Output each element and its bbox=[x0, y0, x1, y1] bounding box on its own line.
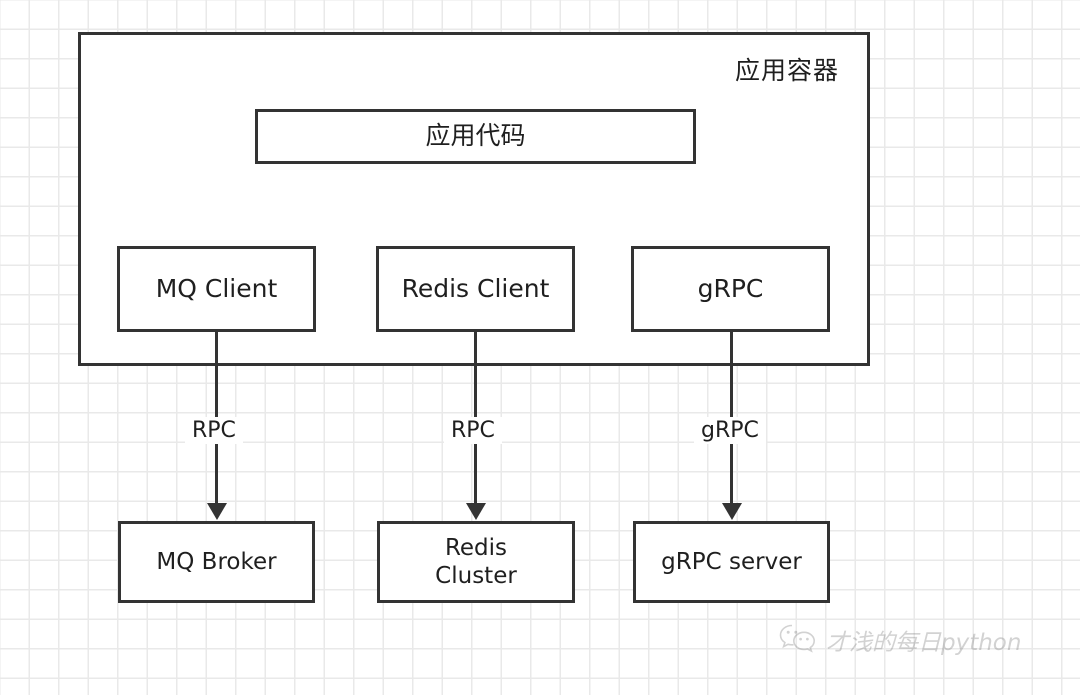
node-redis-cluster: Redis Cluster bbox=[377, 521, 575, 603]
edge-arrowhead-mq bbox=[207, 503, 227, 520]
node-grpc-client: gRPC bbox=[631, 246, 830, 332]
edge-label-grpc: gRPC bbox=[694, 417, 766, 444]
wechat-logo-icon bbox=[778, 622, 818, 658]
node-app-code: 应用代码 bbox=[255, 109, 696, 164]
node-mq-client: MQ Client bbox=[117, 246, 316, 332]
node-app-code-label: 应用代码 bbox=[425, 121, 526, 151]
node-mq-broker: MQ Broker bbox=[118, 521, 315, 603]
edge-arrowhead-grpc bbox=[722, 503, 742, 520]
node-redis-cluster-label: Redis Cluster bbox=[435, 534, 517, 589]
edge-label-mq: RPC bbox=[185, 417, 243, 444]
edge-arrowhead-redis bbox=[466, 503, 486, 520]
watermark-text: 才浅的每日python bbox=[826, 630, 1022, 656]
application-container-title: 应用容器 bbox=[734, 56, 839, 85]
watermark: 才浅的每日python bbox=[778, 622, 1021, 658]
node-redis-client: Redis Client bbox=[376, 246, 575, 332]
node-grpc-server: gRPC server bbox=[633, 521, 830, 603]
node-grpc-server-label: gRPC server bbox=[661, 548, 802, 575]
node-mq-client-label: MQ Client bbox=[155, 273, 278, 303]
edge-label-redis: RPC bbox=[444, 417, 502, 444]
node-mq-broker-label: MQ Broker bbox=[156, 548, 277, 575]
node-grpc-client-label: gRPC bbox=[697, 273, 764, 303]
node-redis-client-label: Redis Client bbox=[401, 273, 550, 303]
